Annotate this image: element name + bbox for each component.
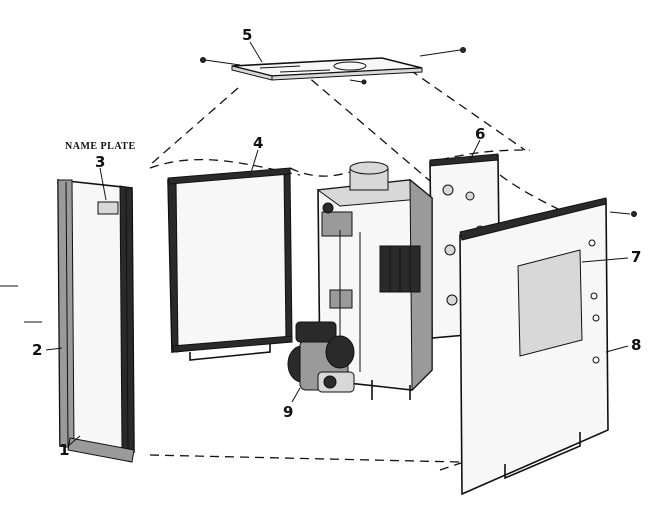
leader-lines bbox=[0, 41, 629, 447]
top-panel-part-5 bbox=[200, 47, 466, 85]
callout-9: 9 bbox=[283, 403, 294, 421]
callout-1: 1 bbox=[59, 441, 70, 459]
callout-8: 8 bbox=[631, 336, 642, 354]
rear-panel-part-4 bbox=[167, 167, 293, 361]
callout-4: 4 bbox=[253, 134, 264, 152]
callout-7: 7 bbox=[631, 248, 642, 266]
callout-2: 2 bbox=[32, 341, 43, 359]
callout-6: 6 bbox=[475, 125, 486, 143]
name-plate-label: NAME PLATE bbox=[65, 141, 136, 152]
observation-window-part-7 bbox=[517, 249, 583, 357]
callout-3: 3 bbox=[95, 153, 106, 171]
front-panel-part-8 bbox=[459, 197, 637, 496]
callout-5: 5 bbox=[242, 26, 253, 44]
name-plate bbox=[97, 201, 119, 215]
left-side-panel-part-2 bbox=[57, 179, 135, 453]
oil-burner-part-9 bbox=[287, 321, 355, 393]
assembly-guide-lines bbox=[149, 69, 561, 471]
